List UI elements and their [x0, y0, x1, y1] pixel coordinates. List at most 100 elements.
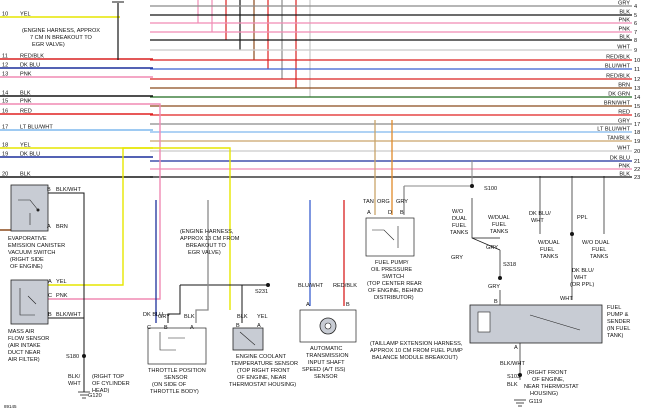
splice-s318: S318 — [503, 262, 516, 268]
note-harness-egr: (ENGINE HARNESS, APPROX 7 CM IN BREAKOUT… — [22, 28, 102, 48]
left-wire-number: 15 — [2, 99, 8, 105]
right-wire-number: 13 — [634, 86, 640, 92]
left-wire-color: PNK — [20, 72, 32, 78]
ppl-label: PPL — [577, 215, 588, 221]
ground-g119 — [514, 399, 526, 407]
maf-pin-a: A — [48, 279, 52, 285]
fps-pin-d: D — [388, 210, 392, 216]
maf-wire-a: YEL — [56, 279, 67, 285]
g119-id: G119 — [529, 399, 542, 405]
ground-g120 — [78, 391, 90, 399]
left-wire-color: DK BLU — [20, 152, 40, 158]
iss-label: AUTOMATIC TRANSMISSION INPUT SHAFT SPEED… — [302, 346, 350, 380]
sender-pin-b: B — [494, 299, 498, 305]
footer-code: 89145 — [4, 404, 17, 409]
splice-s231: S231 — [255, 289, 268, 295]
fps-wire-gry: GRY — [396, 199, 408, 205]
ect-wire-yel: YEL — [257, 314, 268, 320]
fps-label: FUEL PUMP/ OIL PRESSURE SWITCH (TOP CENT… — [367, 260, 425, 301]
right-wire-number: 5 — [634, 13, 637, 19]
component-routing — [0, 103, 605, 392]
right-wire-number: 16 — [634, 113, 640, 119]
fps-pin-a: A — [367, 210, 371, 216]
fuel-pump-sender — [469, 304, 603, 344]
left-wire-number: 11 — [2, 54, 8, 60]
evap-pin-b: B — [47, 187, 51, 193]
right-wire-color: WHT — [617, 45, 630, 51]
splice-s180: S180 — [66, 354, 79, 360]
right-wire-color: BRN — [618, 83, 630, 89]
right-wire-color: RED — [618, 110, 630, 116]
wo-dual-left: W/O DUAL FUEL TANKS — [450, 209, 469, 236]
throttle-position-sensor — [147, 327, 207, 365]
gry-label-3: GRY — [488, 284, 500, 290]
evap-wire-b: BLK/WHT — [56, 187, 81, 193]
ect-label: ENGINE COOLANT TEMPERATURE SENSOR (TOP R… — [229, 354, 300, 388]
right-wire-color: BLU/WHT — [605, 64, 631, 70]
blk-sender: BLK — [507, 382, 518, 388]
ect-pin-a: A — [257, 323, 261, 329]
g120-wire: BLK/ WHT — [68, 374, 82, 387]
right-wire-number: 9 — [634, 48, 637, 54]
g120-label: (RIGHT TOP OF CYLINDER HEAD) — [92, 374, 131, 394]
note-harness-13cm: (ENGINE HARNESS, APPROX 13 CM FROM BREAK… — [180, 229, 241, 256]
evap-pin-a: A — [47, 224, 51, 230]
left-wire-color: BLK — [20, 172, 31, 178]
blk-wht-sender: BLK/WHT — [500, 361, 525, 367]
maf-label: MASS AIR FLOW SENSOR (AIR INTAKE DUCT NE… — [8, 329, 51, 363]
tps-wire-gry: GRY — [158, 314, 170, 320]
g119-label: (RIGHT FRONT OF ENGINE, NEAR THERMOSTAT … — [524, 370, 580, 397]
ect-pin-b: B — [236, 323, 240, 329]
right-wire-color: TAN/BLK — [607, 136, 630, 142]
left-wire-color: PNK — [20, 99, 32, 105]
right-wire-color: BLK — [619, 10, 630, 16]
splice-s100: S100 — [484, 186, 497, 192]
right-wire-number: 21 — [634, 159, 640, 165]
iss-wire-b: RED/BLK — [333, 283, 357, 289]
left-wire-number: 16 — [2, 109, 8, 115]
maf-pin-b: B — [48, 312, 52, 318]
left-wire-number: 17 — [2, 125, 8, 131]
left-wire-number: 10 — [2, 12, 8, 18]
right-wire-color: BLK — [619, 35, 630, 41]
maf-sensor — [10, 279, 49, 325]
right-wire-group: GRY4BLK5PNK6PNK7BLK8WHT9RED/BLK10BLU/WHT… — [150, 1, 640, 181]
iss-sensor — [299, 309, 357, 343]
left-wire-number: 19 — [2, 152, 8, 158]
gry-label-1: GRY — [486, 245, 498, 251]
right-wire-color: DK GRN — [608, 92, 630, 98]
splice-dots — [82, 184, 574, 377]
right-wire-number: 14 — [634, 95, 640, 101]
note-harness-taillamp: (TAILLAMP EXTENSION HARNESS, APPROX 10 C… — [370, 341, 464, 361]
sender-label: FUEL PUMP & SENDER (IN FUEL TANK) — [607, 305, 632, 339]
right-wire-color: BLK — [619, 172, 630, 178]
right-wire-color: PNK — [618, 27, 630, 33]
maf-pin-c: C — [48, 293, 52, 299]
right-wire-color: WHT — [617, 146, 630, 152]
g120-id: G120 — [88, 393, 102, 399]
fuel-pump-oil-pressure-switch — [365, 217, 415, 257]
right-wire-color: LT BLU/WHT — [597, 127, 630, 133]
dk-blu-wht-or-ppl: DK BLU/ WHT (OR PPL) — [570, 268, 595, 288]
fps-pin-b: B — [400, 210, 404, 216]
evap-wire-a: BRN — [56, 224, 68, 230]
right-wire-color: BRN/WHT — [604, 101, 631, 107]
evap-vacuum-switch — [10, 184, 49, 232]
left-wire-color: DK BLU — [20, 63, 40, 69]
splice-s103: S103 — [507, 374, 520, 380]
left-wire-number: 14 — [2, 91, 8, 97]
left-wire-number: 12 — [2, 63, 8, 69]
left-wire-color: RED — [20, 109, 32, 115]
tps-pin-c: C — [147, 325, 151, 331]
sender-pin-a: A — [514, 345, 518, 351]
right-wire-number: 17 — [634, 122, 640, 128]
left-wire-color: YEL — [20, 12, 31, 18]
left-wire-color: BLK — [20, 91, 31, 97]
right-wire-number: 19 — [634, 139, 640, 145]
tps-wire-dkblu: DK BLU — [143, 312, 163, 318]
tps-wire-blk: BLK — [184, 314, 195, 320]
right-wire-number: 8 — [634, 38, 637, 44]
tps-pin-b: B — [164, 325, 168, 331]
